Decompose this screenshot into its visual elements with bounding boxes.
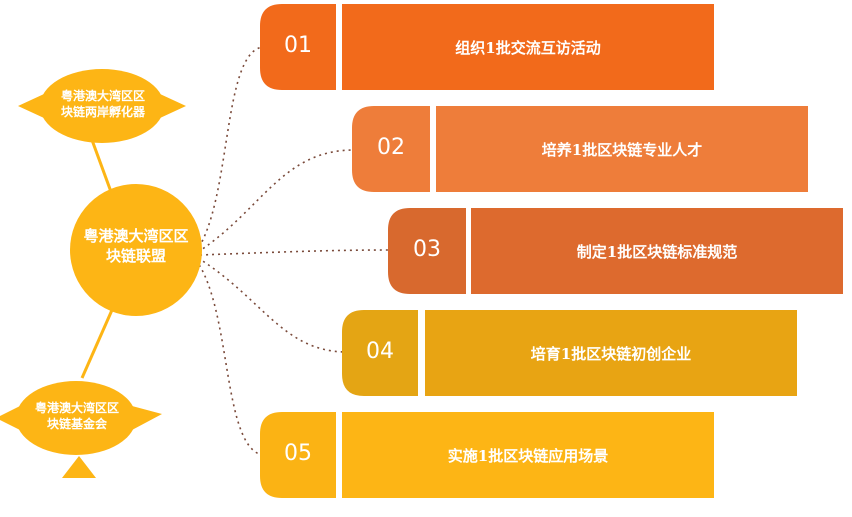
row-number-badge-3 (388, 208, 466, 294)
row-number-2: 02 (377, 135, 405, 160)
row-number-5: 05 (284, 441, 312, 466)
foundation-bubble (0, 381, 162, 455)
alliance-circle (70, 184, 202, 316)
row-number-3: 03 (413, 237, 441, 262)
row-text-1: 组织1批交流互访活动 (455, 39, 601, 57)
row-number-badge-5 (260, 412, 336, 498)
row-number-badge-4 (342, 310, 418, 396)
row-bar-1 (342, 4, 714, 90)
row-text-4: 培育1批区块链初创企业 (530, 345, 692, 363)
row-number-badge-2 (352, 106, 430, 192)
connector-03 (199, 249, 391, 256)
rows-layer (260, 4, 843, 498)
row-number-4: 04 (366, 339, 394, 364)
row-bar-4 (425, 310, 797, 396)
connector-04 (197, 257, 345, 353)
row-bar-3 (471, 208, 843, 294)
row-text-3: 制定1批区块链标准规范 (576, 243, 738, 261)
row-number-1: 01 (284, 33, 312, 58)
incubator-bubble (18, 69, 186, 143)
stem-bottom (80, 309, 114, 379)
row-bar-5 (342, 412, 714, 498)
stand-triangle (62, 456, 96, 478)
row-bar-2 (436, 106, 808, 192)
connector-01 (195, 46, 263, 253)
row-text-2: 培养1批区块链专业人才 (541, 141, 703, 159)
connector-02 (197, 149, 355, 253)
connector-05 (195, 259, 263, 456)
row-text-5: 实施1批区块链应用场景 (447, 447, 609, 465)
connectors (195, 46, 391, 456)
row-number-badge-1 (260, 4, 336, 90)
